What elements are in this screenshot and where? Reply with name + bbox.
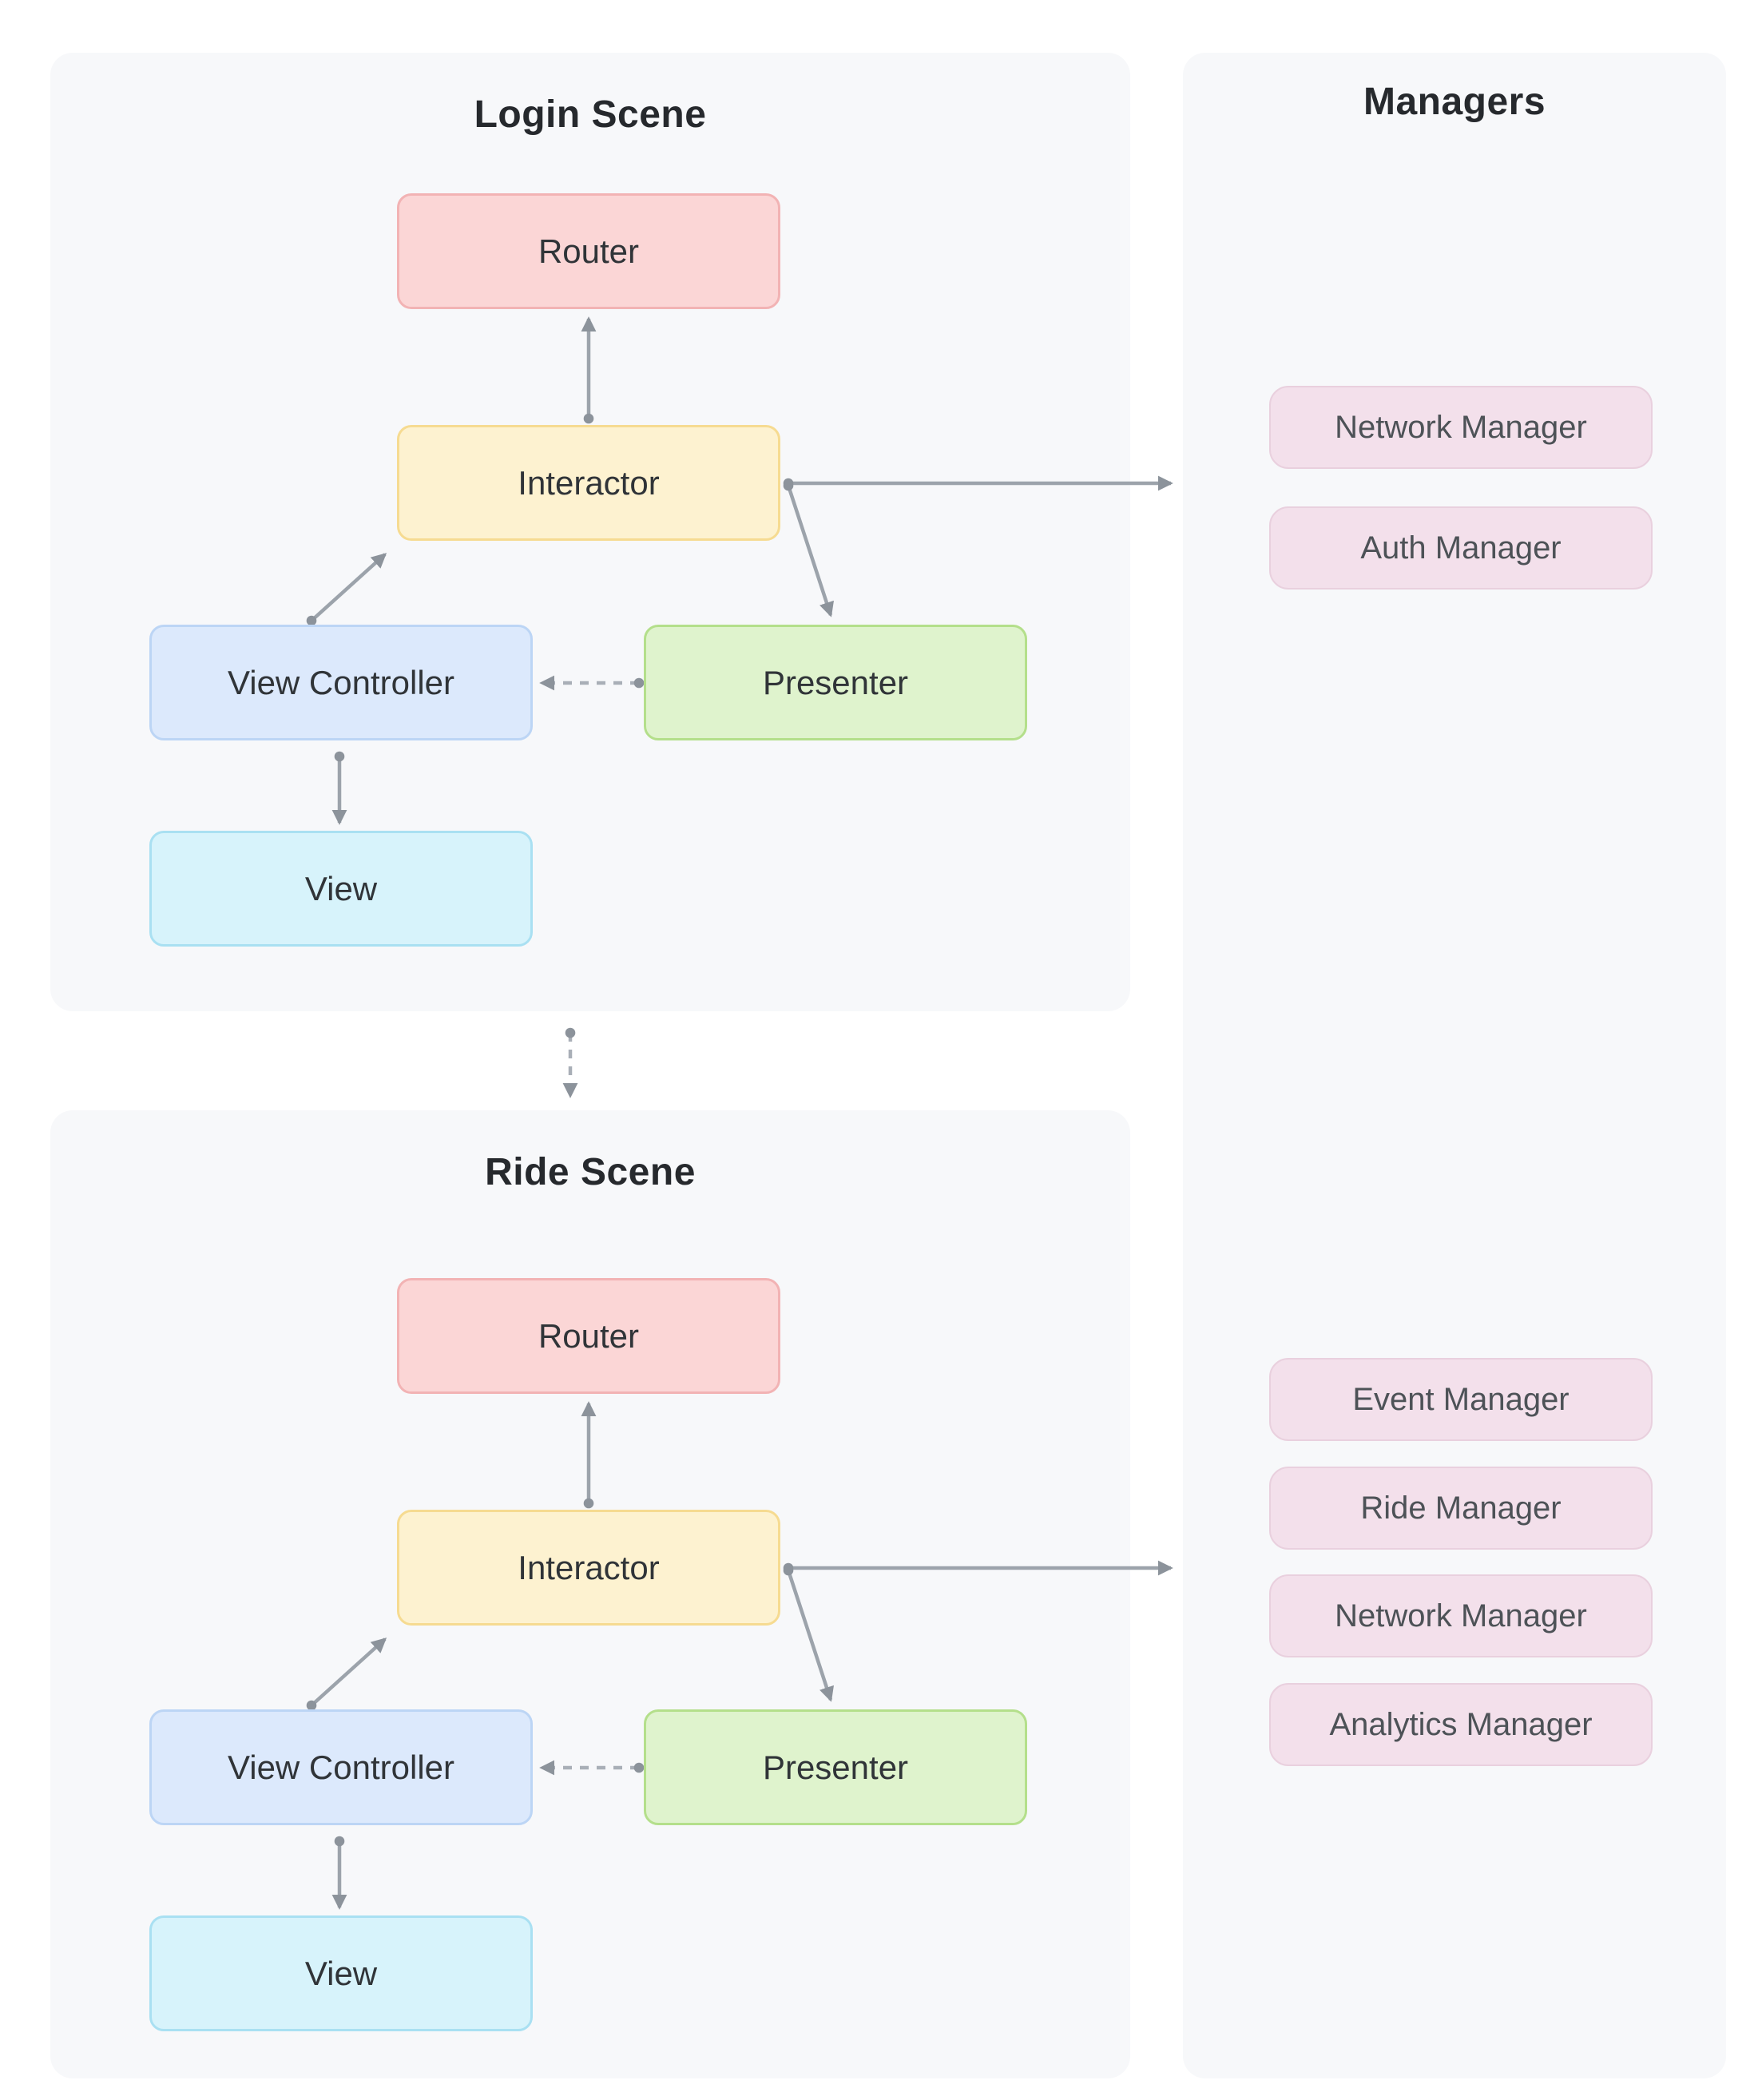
ride-interactor-box: Interactor xyxy=(397,1510,780,1626)
ride-view-controller-box: View Controller xyxy=(149,1709,533,1825)
ride-manager-pill: Ride Manager xyxy=(1269,1467,1653,1550)
managers-title: Managers xyxy=(1363,81,1546,123)
ride-view-box: View xyxy=(149,1915,533,2031)
login-presenter-box: Presenter xyxy=(644,625,1027,740)
network-manager-pill-login: Network Manager xyxy=(1269,386,1653,469)
login-interactor-box: Interactor xyxy=(397,425,780,541)
ride-presenter-box: Presenter xyxy=(644,1709,1027,1825)
ride-scene-title: Ride Scene xyxy=(485,1151,696,1193)
login-view-controller-box: View Controller xyxy=(149,625,533,740)
ride-router-box: Router xyxy=(397,1278,780,1394)
login-router-box: Router xyxy=(397,193,780,309)
analytics-manager-pill: Analytics Manager xyxy=(1269,1683,1653,1766)
managers-panel xyxy=(1183,53,1726,2078)
login-scene-title: Login Scene xyxy=(474,93,707,136)
auth-manager-pill: Auth Manager xyxy=(1269,506,1653,590)
network-manager-pill-ride: Network Manager xyxy=(1269,1574,1653,1657)
login-view-box: View xyxy=(149,831,533,947)
event-manager-pill: Event Manager xyxy=(1269,1358,1653,1441)
